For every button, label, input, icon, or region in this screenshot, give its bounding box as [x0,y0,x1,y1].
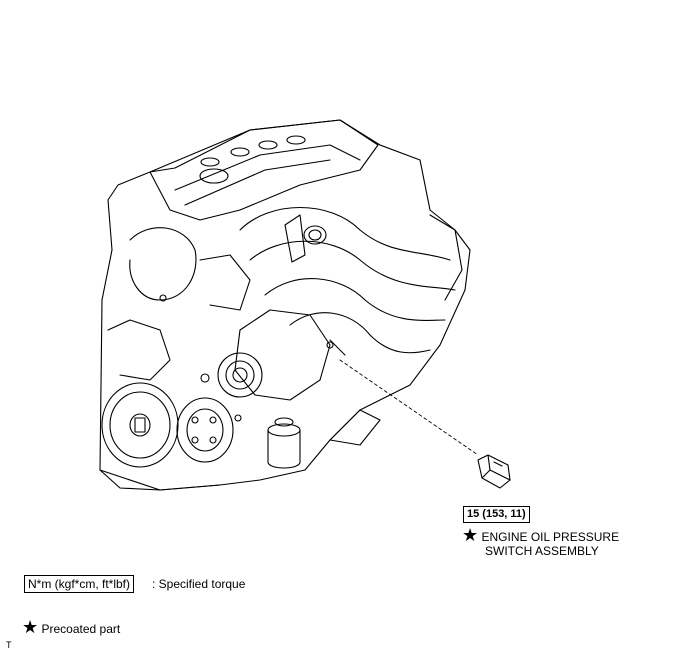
oil-pressure-switch-drawing [477,454,511,489]
torque-legend-box: N*m (kgf*cm, ft*lbf) [24,575,135,593]
engine-outline [99,119,471,491]
part-name-line2: SWITCH ASSEMBLY [485,544,599,558]
star-icon: ★ [462,525,479,545]
star-icon: ★ [22,617,39,637]
cylinder-head-cover [149,119,379,221]
oil-filler-cap [303,225,327,245]
torque-callout-box: 15 (153, 11) [463,506,530,523]
part-name-label: ★ ENGINE OIL PRESSURE SWITCH ASSEMBLY [462,526,619,558]
precoated-legend-text: Precoated part [41,622,121,636]
crankshaft-pulley [101,382,179,468]
precoated-legend: ★ Precoated part [22,618,120,636]
water-pump-pulley [217,352,263,398]
footer-mark: T [6,640,12,650]
leader-line [339,359,479,456]
intake-manifold [239,207,451,261]
torque-legend-text: : Specified torque [152,577,246,591]
oil-filter [267,429,301,469]
part-name-line1: ENGINE OIL PRESSURE [481,530,620,544]
idler-pulley [176,397,234,463]
